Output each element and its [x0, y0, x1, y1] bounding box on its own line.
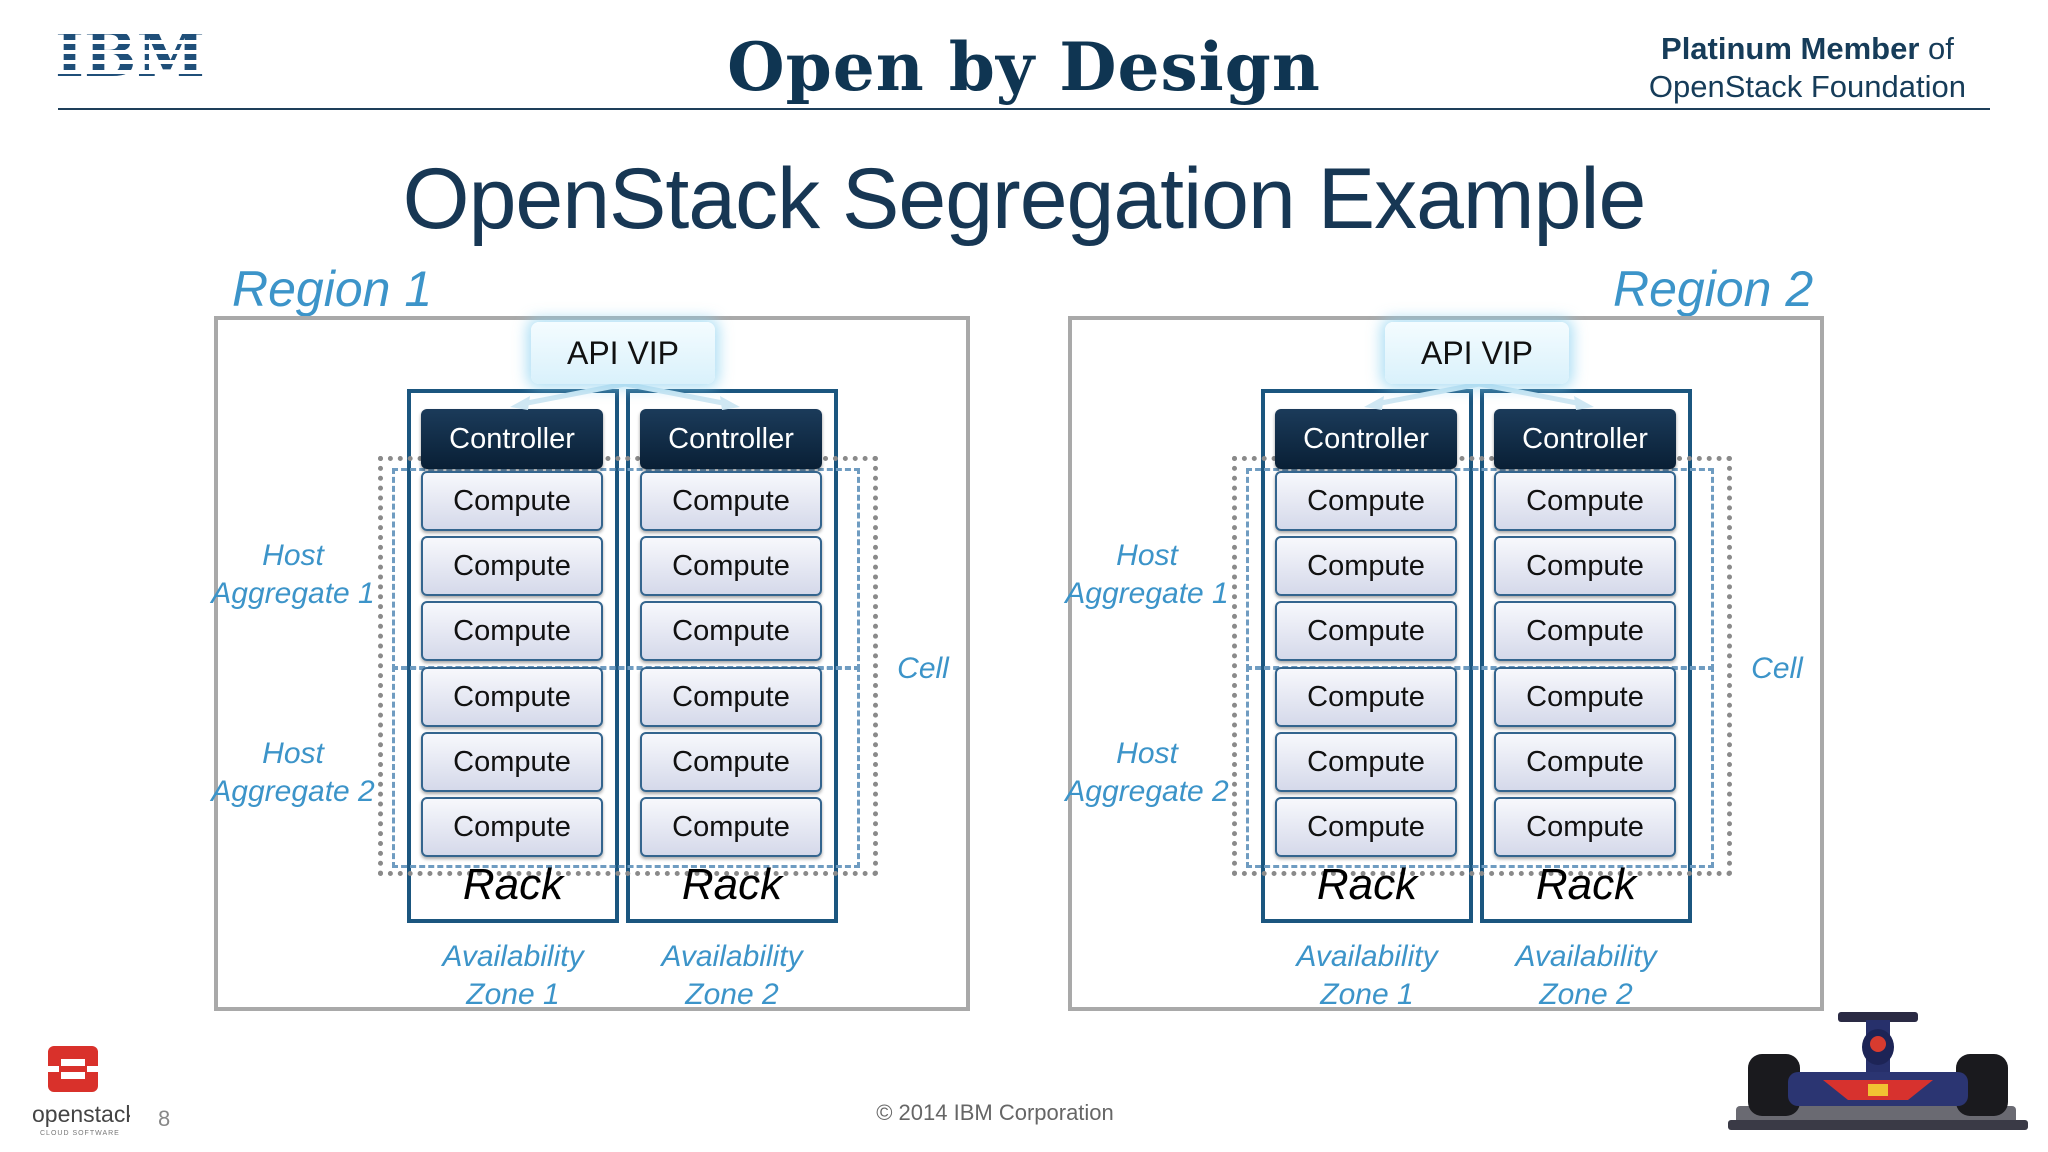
region-2-label: Region 2 [1613, 261, 1814, 317]
slide-title: OpenStack Segregation Example [402, 151, 1647, 247]
compute-node: Compute [640, 536, 822, 596]
cell-label: Cell [1751, 652, 1803, 685]
compute-node: Compute [421, 471, 603, 531]
platinum-member-note: Platinum Member of OpenStack Foundation [1649, 30, 1966, 106]
compute-node: Compute [640, 667, 822, 727]
controller-node: Controller [1494, 409, 1676, 469]
compute-node: Compute [1275, 797, 1457, 857]
compute-node: Compute [1494, 667, 1676, 727]
host-aggregate-2-boundary [1246, 666, 1714, 868]
platinum-line2: OpenStack Foundation [1648, 69, 1966, 104]
cell-boundary [378, 456, 878, 876]
compute-node: Compute [1275, 667, 1457, 727]
controller-node: Controller [1275, 409, 1457, 469]
controller-node: Controller [421, 409, 603, 469]
region-1-box [214, 316, 970, 1011]
cell-boundary [1232, 456, 1732, 876]
rack-label: Rack [681, 860, 783, 909]
platinum-bold: Platinum Member [1661, 31, 1920, 66]
compute-node: Compute [421, 536, 603, 596]
openstack-logo-sub: CLOUD SOFTWARE [40, 1130, 120, 1137]
controller-node: Controller [640, 409, 822, 469]
api-vip: API VIP [531, 322, 715, 384]
api-vip: API VIP [1385, 322, 1569, 384]
host-aggregate-2-boundary [392, 666, 860, 868]
openstack-logo: openstack CLOUD SOFTWARE [32, 1046, 130, 1137]
compute-node: Compute [1494, 471, 1676, 531]
compute-node: Compute [640, 797, 822, 857]
header-rule [58, 108, 1990, 110]
api-vip-arrows [1364, 381, 1594, 410]
api-vip-arrows [510, 381, 740, 410]
rack-label: Rack [462, 860, 564, 909]
compute-node: Compute [1275, 536, 1457, 596]
compute-node: Compute [640, 471, 822, 531]
copyright: © 2014 IBM Corporation [876, 1100, 1114, 1125]
compute-node: Compute [1494, 797, 1676, 857]
race-car-image [1728, 1012, 2028, 1130]
region-1-label: Region 1 [232, 261, 433, 317]
compute-node: Compute [421, 601, 603, 661]
cell-label: Cell [897, 652, 949, 685]
compute-node: Compute [421, 797, 603, 857]
compute-node: Compute [1275, 732, 1457, 792]
page-number: 8 [158, 1106, 171, 1131]
compute-node: Compute [421, 732, 603, 792]
rack-label: Rack [1535, 860, 1637, 909]
compute-node: Compute [1275, 601, 1457, 661]
region-2-box [1068, 316, 1824, 1011]
compute-node: Compute [640, 601, 822, 661]
header-title: Open by Design [727, 28, 1321, 106]
platinum-rest: of [1919, 31, 1954, 66]
compute-node: Compute [1494, 536, 1676, 596]
rack-label: Rack [1316, 860, 1418, 909]
compute-node: Compute [1494, 732, 1676, 792]
compute-node: Compute [640, 732, 822, 792]
ibm-logo: IBM [55, 22, 215, 86]
compute-node: Compute [1494, 601, 1676, 661]
compute-node: Compute [1275, 471, 1457, 531]
compute-node: Compute [421, 667, 603, 727]
openstack-logo-text: openstack [32, 1101, 130, 1127]
